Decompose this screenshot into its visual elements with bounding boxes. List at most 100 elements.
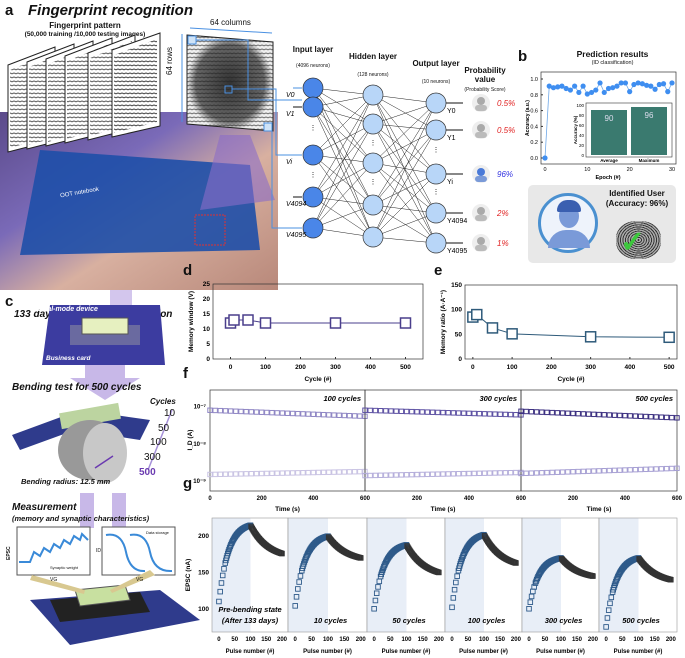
chart-f-xlabel: Time (s) <box>431 506 456 513</box>
chart-f-point-high <box>357 413 363 419</box>
hidden-neuron <box>362 194 384 216</box>
chart-e-xlabel: Cycle (#) <box>557 376 584 383</box>
input-neuron <box>302 217 324 239</box>
synaptic-inset <box>16 526 91 576</box>
chart-f-point-high <box>233 408 239 414</box>
connection <box>372 173 437 206</box>
chart-f-ytick: 10⁻⁸ <box>193 442 206 448</box>
chart-g-panel-title: 500 cycles <box>622 616 660 625</box>
chart-f-point-high <box>601 412 607 418</box>
chart-g-point <box>604 615 611 621</box>
chart-g-xtick: 0 <box>527 637 531 643</box>
chart-g-point <box>451 586 458 593</box>
chart-f-point-high <box>492 411 498 417</box>
chart-f-point-high <box>253 409 260 415</box>
connection <box>312 123 374 229</box>
panel-e-label: e <box>434 262 443 279</box>
accuracy-point <box>627 89 633 95</box>
chart-g-point <box>527 599 534 605</box>
inset-ylabel: Accuracy (%) <box>573 115 578 144</box>
chart-e-ytick: 0 <box>458 356 462 363</box>
connection <box>312 106 374 206</box>
chart-g-panel-title: 300 cycles <box>545 616 583 625</box>
xtick: 30 <box>669 167 675 173</box>
inset-bar-value: 90 <box>605 114 614 123</box>
input-neuron <box>302 186 324 208</box>
xtick: 20 <box>627 167 633 173</box>
chart-g-xlabel: Pulse number (#) <box>459 649 508 655</box>
input-layer-title: Input layer <box>292 45 334 54</box>
chart-f-point-high <box>398 408 405 415</box>
chart-f-point-high <box>207 407 213 413</box>
panel-f-label: f <box>183 365 188 382</box>
hidden-neuron <box>362 113 384 135</box>
chart-d-point <box>228 314 240 326</box>
transfer-curve <box>105 533 146 573</box>
chart-f-point-low <box>653 466 659 472</box>
chart-f-point-low <box>549 469 555 476</box>
person-head <box>477 237 485 245</box>
panel-g-label: g <box>183 475 193 492</box>
chart-f-point-high <box>481 411 488 417</box>
chart-f-xlabel: Time (s) <box>275 506 300 513</box>
chart-b-subtitle: (ID classification) <box>591 60 634 66</box>
accuracy-point <box>542 155 548 161</box>
chart-d-xtick: 0 <box>229 364 233 371</box>
chart-f-point-low <box>518 470 524 477</box>
chart-f-point-low <box>388 472 394 478</box>
chart-e-point <box>486 322 499 334</box>
input-layer-sub: (4096 neurons) <box>296 63 330 69</box>
chart-f-point-low <box>357 468 363 475</box>
chart-g-point <box>454 573 460 579</box>
device-array-highlight <box>194 214 226 246</box>
accuracy-point <box>614 83 620 89</box>
chart-f-point-low <box>617 467 623 473</box>
chart-e-point <box>506 328 518 340</box>
chart-d-xtick: 500 <box>400 364 411 371</box>
chart-f-point-high <box>627 413 633 419</box>
chart-g-shaded <box>367 518 407 632</box>
chart-f-point-low <box>461 470 467 477</box>
chart-f-point-low <box>414 471 420 478</box>
vg-axis-1: VG <box>50 577 58 583</box>
chart-f-point-low <box>403 472 410 478</box>
chart-f-point-high <box>300 411 306 417</box>
accuracy-point <box>567 87 574 93</box>
ellipsis: ⋮ <box>433 147 440 154</box>
connection <box>372 129 437 164</box>
fingerprint-icon <box>616 221 661 259</box>
accuracy-point <box>644 82 650 88</box>
chart-f-panel-title: 500 cycles <box>635 394 673 403</box>
chart-f-point-low <box>637 466 644 473</box>
chart-d-ytick: 5 <box>206 341 210 348</box>
chart-g-panel-title-2: (After 133 days) <box>222 616 279 625</box>
chart-f-point-high <box>310 411 317 417</box>
chart-f-point-high <box>570 410 576 417</box>
chart-f-panel <box>520 389 678 492</box>
chart-f-ylabel: I_D (A) <box>187 430 194 451</box>
chart-g-xtick: 0 <box>372 637 376 643</box>
chart-f-point-low <box>575 468 581 475</box>
chart-f-point-high <box>658 414 665 420</box>
connection <box>372 94 437 244</box>
input-label-4: V4095 <box>286 232 306 239</box>
chart-g-point <box>279 550 285 557</box>
cycle-50: 50 <box>158 423 170 434</box>
chart-f-point-high <box>450 410 457 416</box>
chart-g-xtick: 150 <box>418 637 429 643</box>
chart-g-point <box>668 576 674 583</box>
connection <box>372 162 437 214</box>
chart-f-point-low <box>258 470 265 477</box>
chart-f-point-high <box>279 410 286 416</box>
chart-f-point-high <box>403 408 410 415</box>
cycles-arrow <box>147 409 173 471</box>
card-label: Business card <box>46 355 91 362</box>
chart-f-point-high <box>429 409 436 415</box>
chart-d-line <box>230 319 406 324</box>
bending-title: Bending test for 500 cycles <box>12 382 142 393</box>
chart-f-point-low <box>393 472 399 478</box>
chart-f-point-high <box>461 410 467 416</box>
epsc-curve <box>19 532 89 563</box>
chart-f-point-low <box>559 469 566 475</box>
data-storage-label: Data storage <box>146 530 169 535</box>
